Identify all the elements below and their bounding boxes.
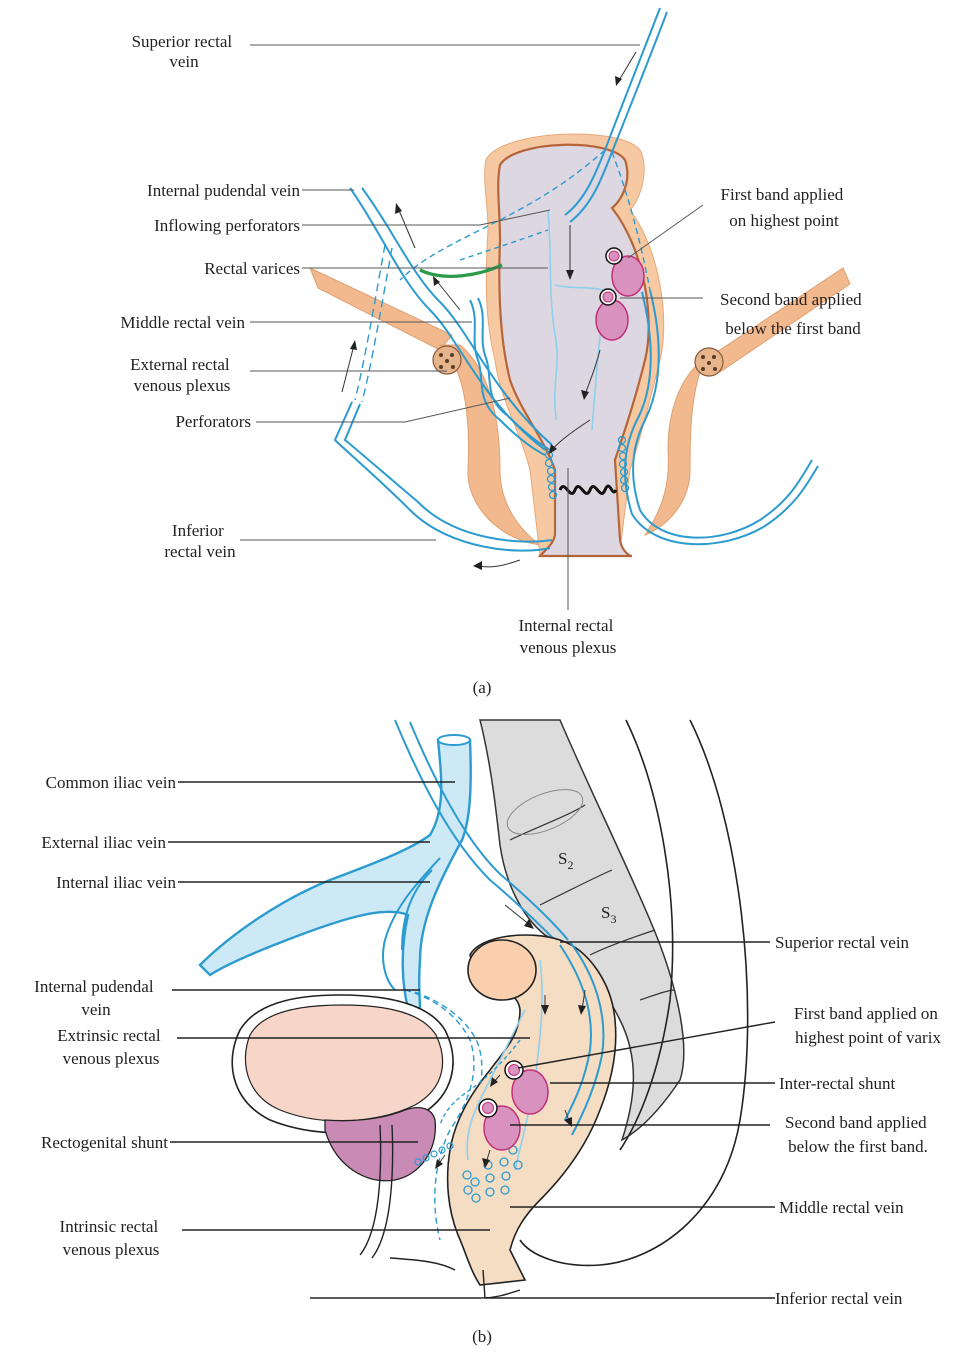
caption-a: (a) — [473, 678, 492, 697]
panel-a: Superior rectal vein Internal pudendal v… — [120, 8, 866, 697]
pudendal-dashed-vessel-2 — [362, 248, 392, 402]
caption-b: (b) — [472, 1327, 492, 1346]
label-internal-rectal-venous-plexus: Internal rectal venous plexus — [518, 616, 617, 657]
label-middle-rectal-vein-b: Middle rectal vein — [779, 1198, 904, 1217]
label-internal-pudendal-vein-a: Internal pudendal vein — [147, 181, 300, 200]
label-inferior-rectal-vein-b: Inferior rectal vein — [775, 1289, 903, 1308]
label-internal-pudendal-vein-b: Internal pudendal vein — [34, 977, 158, 1019]
label-rectal-varices: Rectal varices — [204, 259, 300, 278]
common-iliac-vein — [200, 740, 471, 1008]
label-rectogenital-shunt: Rectogenital shunt — [41, 1133, 168, 1152]
panel-b: S2 S3 — [34, 720, 942, 1346]
label-common-iliac-vein: Common iliac vein — [46, 773, 177, 792]
external-rectal-plexus-left — [433, 346, 461, 374]
label-middle-rectal-vein-a: Middle rectal vein — [120, 313, 245, 332]
label-superior-rectal-vein-a: Superior rectal vein — [132, 32, 237, 71]
label-second-band-b: Second band applied below the first band… — [785, 1113, 931, 1156]
left-levator-muscle — [310, 268, 452, 350]
label-inter-rectal-shunt: Inter-rectal shunt — [779, 1074, 896, 1093]
external-rectal-plexus-right — [695, 348, 723, 376]
rectum-b-opening — [468, 940, 536, 1000]
label-extrinsic-rectal-venous-plexus: Extrinsic rectal venous plexus — [57, 1026, 165, 1068]
label-intrinsic-rectal-venous-plexus: Intrinsic rectal venous plexus — [60, 1217, 163, 1259]
common-iliac-vein-opening — [438, 735, 470, 745]
label-first-band-b: First band applied on highest point of v… — [794, 1004, 942, 1047]
label-external-iliac-vein: External iliac vein — [41, 833, 166, 852]
label-perforators: Perforators — [175, 412, 251, 431]
label-external-rectal-venous-plexus: External rectal venous plexus — [130, 355, 234, 395]
label-superior-rectal-vein-b: Superior rectal vein — [775, 933, 910, 952]
right-external-sphincter — [645, 360, 705, 535]
bladder-inner — [245, 1005, 442, 1121]
label-first-band-a: First band applied on highest point — [720, 185, 847, 230]
label-inflowing-perforators: Inflowing perforators — [154, 216, 300, 235]
label-internal-iliac-vein: Internal iliac vein — [56, 873, 176, 892]
label-inferior-rectal-vein-a: Inferior rectal vein — [164, 521, 236, 561]
